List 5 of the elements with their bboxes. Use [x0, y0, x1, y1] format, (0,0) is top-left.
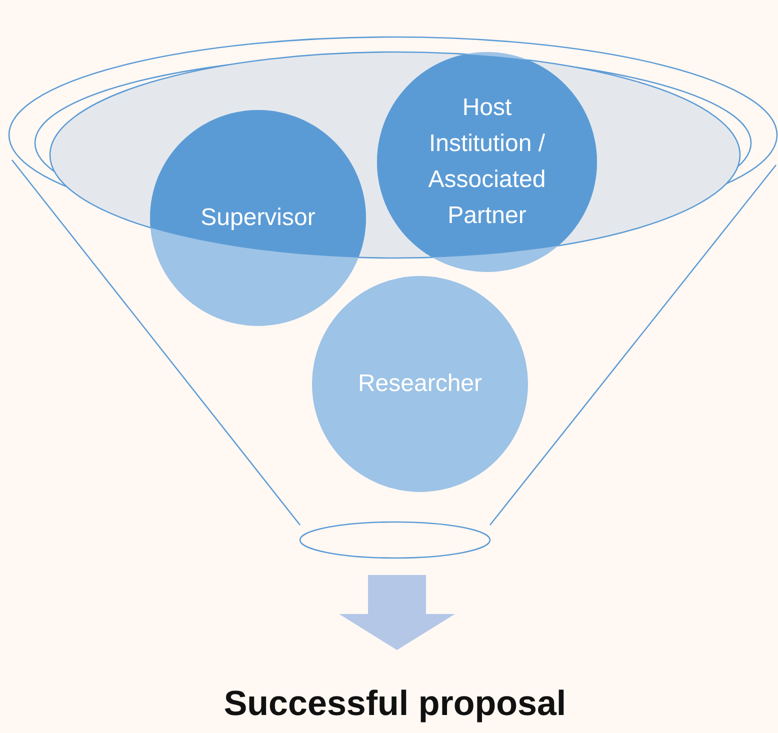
circle-label: Supervisor	[200, 203, 316, 233]
circle-label: Researcher	[356, 369, 484, 399]
block-arrow	[339, 575, 455, 650]
result-text: Successful proposal	[150, 684, 640, 724]
circle-label: Host Institution / Associated Partner	[427, 93, 547, 231]
